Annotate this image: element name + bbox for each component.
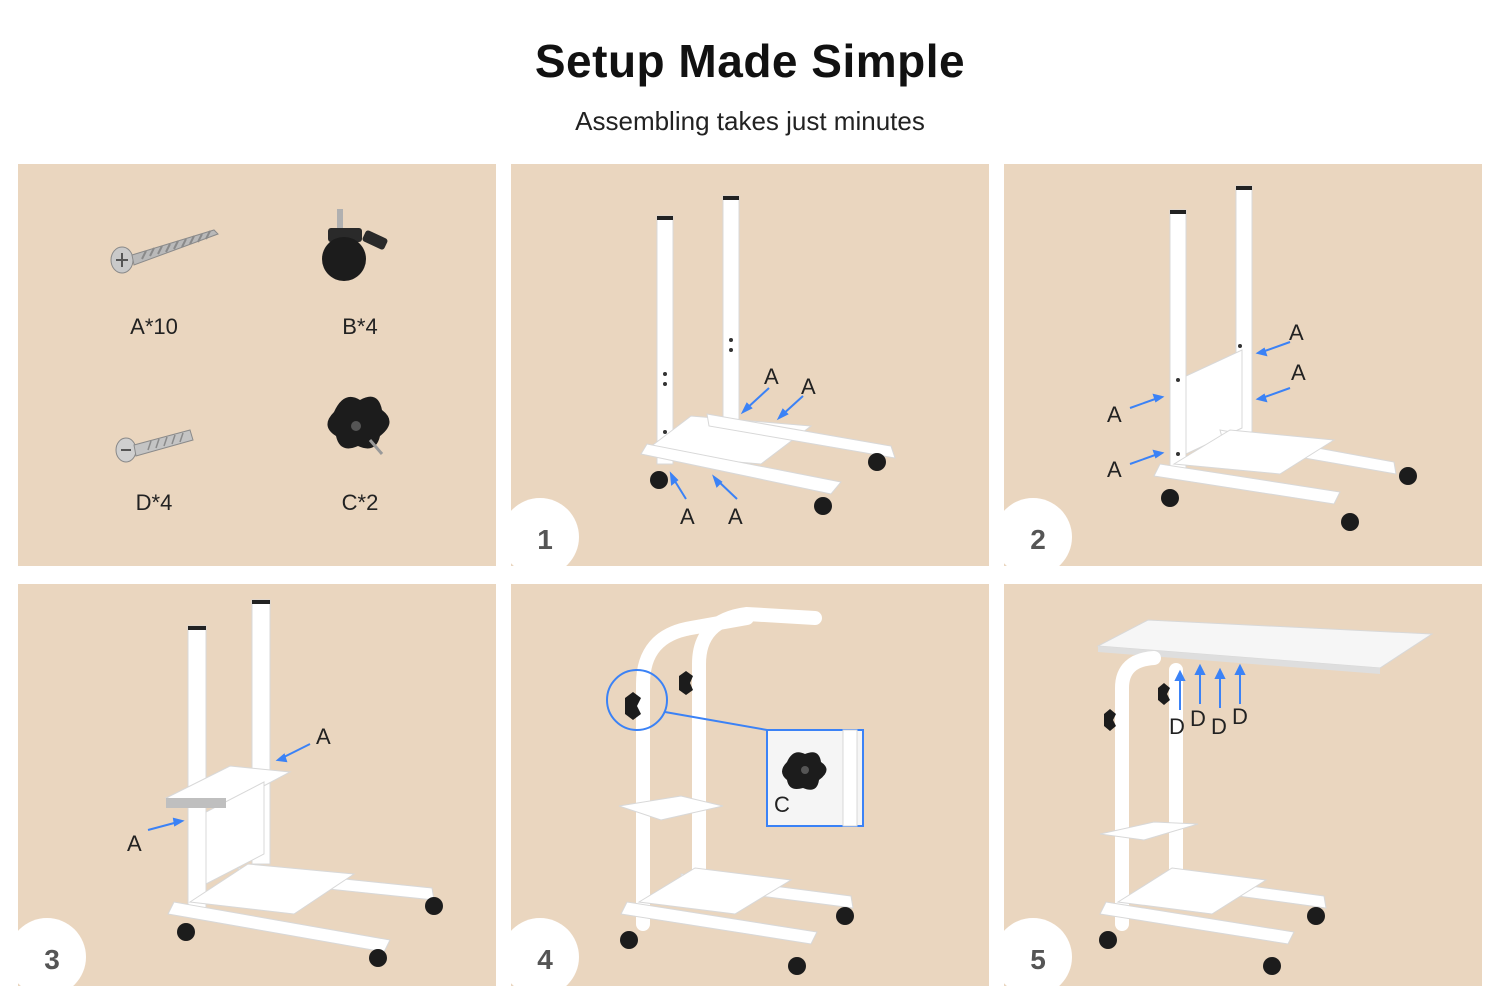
- step-1-label: A: [801, 374, 816, 399]
- step-5-label: D: [1211, 714, 1227, 739]
- step-badge: [511, 498, 579, 566]
- step-2-label: A: [1107, 402, 1122, 427]
- knob-icon: [327, 396, 390, 455]
- step-1-label: A: [764, 364, 779, 389]
- page-subtitle: Assembling takes just minutes: [575, 106, 925, 136]
- step-badge: [1004, 498, 1072, 566]
- step-badge: [511, 918, 579, 986]
- step-number: 2: [1030, 524, 1046, 555]
- step-number: 5: [1030, 944, 1046, 975]
- step-2-label: A: [1289, 320, 1304, 345]
- parts-illustration: [110, 209, 390, 463]
- caster-wheel-icon: [322, 209, 388, 281]
- step-5-label: D: [1169, 714, 1185, 739]
- step-4-illustration: [606, 606, 864, 975]
- step-4-label: C: [774, 792, 790, 817]
- step-1-label: A: [728, 504, 743, 529]
- step-3-illustration: [147, 599, 443, 967]
- step-3-panel: A A 3: [18, 584, 496, 986]
- step-4-panel: C 4: [511, 584, 989, 986]
- step-2-illustration: [1129, 185, 1417, 531]
- step-number: 4: [537, 944, 553, 975]
- step-2-label: A: [1291, 360, 1306, 385]
- step-5-label: D: [1190, 706, 1206, 731]
- step-2-label: A: [1107, 457, 1122, 482]
- step-badge: [18, 918, 86, 986]
- step-5-illustration: [1096, 619, 1434, 975]
- step-badge: [1004, 918, 1072, 986]
- step-number: 1: [537, 524, 553, 555]
- bolt-icon: [115, 429, 194, 463]
- step-5-panel: D D D D 5: [1004, 584, 1482, 986]
- step-2-panel: A A A A 2: [1004, 164, 1482, 566]
- page-title: Setup Made Simple: [534, 35, 966, 87]
- step-1-label: A: [680, 504, 695, 529]
- knob-icon: [782, 752, 827, 790]
- screw-icon: [110, 229, 219, 274]
- part-label-d: D*4: [135, 490, 173, 515]
- part-label-b: B*4: [342, 314, 378, 339]
- part-label-c: C*2: [341, 490, 379, 515]
- step-1-panel: A A A A 1: [511, 164, 989, 566]
- step-3-label: A: [316, 724, 331, 749]
- part-label-a: A*10: [130, 314, 178, 339]
- knob-icon: [625, 671, 693, 720]
- step-number: 3: [44, 944, 60, 975]
- parts-panel: A*10 B*4 D*4 C*2: [18, 164, 496, 566]
- step-1-illustration: [639, 195, 896, 515]
- step-3-label: A: [127, 831, 142, 856]
- step-5-label: D: [1232, 704, 1248, 729]
